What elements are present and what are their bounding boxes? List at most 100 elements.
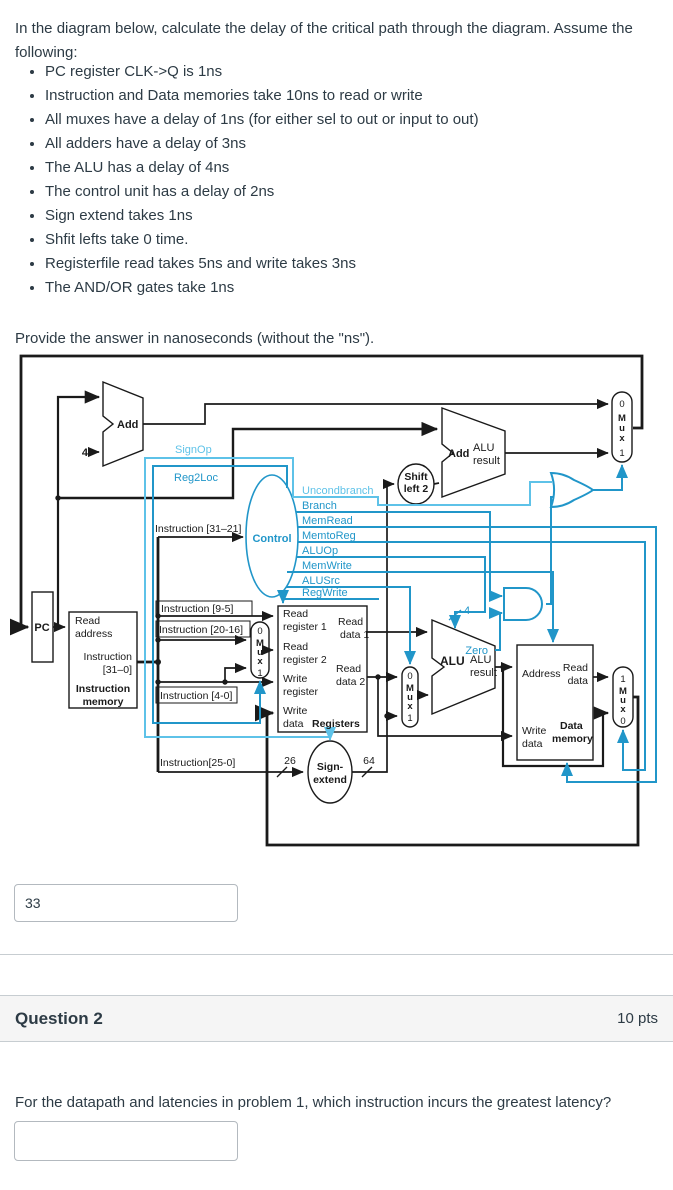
imem-name-1: Instruction: [76, 683, 130, 695]
question2-answer-input[interactable]: [14, 1121, 238, 1161]
svg-text:x: x: [257, 656, 263, 667]
signal-memread: MemRead: [302, 515, 353, 527]
svg-text:u: u: [407, 692, 413, 703]
regfile-name: Registers: [312, 718, 360, 730]
regfile-wr-1: Write: [283, 673, 307, 685]
list-item: The control unit has a delay of 2ns: [45, 180, 479, 204]
branch-adder-result-1: ALU: [473, 442, 494, 454]
alu-shape: [431, 618, 496, 716]
regfile-wr-2: register: [283, 686, 319, 698]
question1-answer-instruction: Provide the answer in nanoseconds (witho…: [15, 330, 375, 347]
pc-adder: [102, 380, 144, 468]
svg-text:0: 0: [619, 399, 624, 410]
field-box-4-0: [155, 686, 238, 704]
regfile-wd-2: data: [283, 718, 304, 730]
list-item: Instruction and Data memories take 10ns …: [45, 84, 479, 108]
added-control-wires: [144, 457, 552, 741]
field-box-20-16: [155, 620, 251, 638]
pc-adder-label: Add: [117, 419, 138, 431]
alusrc-mux-labels: 0 M u x 1: [406, 671, 414, 724]
field-9-5-label: Instruction [9-5]: [161, 603, 233, 615]
signext-out-bits: 64: [363, 755, 375, 767]
field-20-16-label: Instruction [20-16]: [159, 624, 243, 636]
section-divider: [0, 954, 673, 955]
imem-range: [31–0]: [103, 664, 132, 676]
regfile-rr2-1: Read: [283, 641, 308, 653]
list-item: PC register CLK->Q is 1ns: [45, 60, 479, 84]
svg-text:1: 1: [619, 448, 624, 459]
dmem-write: Write: [522, 725, 546, 737]
question1-intro: In the diagram below, calculate the dela…: [15, 20, 633, 61]
signal-memwrite: MemWrite: [302, 560, 352, 572]
branch-adder: [441, 406, 506, 499]
svg-text:x: x: [407, 701, 413, 712]
svg-text:1: 1: [257, 668, 262, 679]
alu-label: ALU: [440, 654, 465, 668]
svg-text:1: 1: [620, 674, 625, 685]
signext-in-bits: 26: [284, 755, 296, 767]
alu-result-2: result: [470, 667, 497, 679]
svg-text:u: u: [620, 695, 626, 706]
signal-memtoreg: MemtoReg: [302, 530, 356, 542]
regfile-rd1-1: Read: [338, 616, 363, 628]
question2-text: For the datapath and latencies in proble…: [15, 1094, 612, 1111]
control-label: Control: [252, 533, 291, 545]
branch-adder-result-2: result: [473, 455, 500, 467]
question1-assumption-list: PC register CLK->Q is 1ns Instruction an…: [15, 60, 479, 300]
reg2loc-label: Reg2Loc: [174, 472, 219, 484]
datapath-diagram: Add 4 SignOp Reg2Loc Instruction [31–21]…: [9, 354, 657, 847]
list-item: All adders have a delay of 3ns: [45, 132, 479, 156]
instr-31-21-label: Instruction [31–21]: [155, 523, 241, 535]
pc-adder-const4: 4: [82, 447, 89, 459]
control-unit: [245, 474, 299, 598]
dmem-name-2: memory: [552, 733, 593, 745]
svg-text:x: x: [619, 433, 625, 444]
svg-text:0: 0: [620, 716, 625, 727]
signal-uncondbranch: Uncondbranch: [302, 485, 374, 497]
question2-points: 10 pts: [617, 1010, 658, 1027]
pc-label: PC: [34, 622, 49, 634]
alu-result-1: ALU: [470, 654, 491, 666]
svg-text:M: M: [619, 686, 627, 697]
question2-title: Question 2: [15, 1008, 103, 1028]
list-item: All muxes have a delay of 1ns (for eithe…: [45, 108, 479, 132]
signal-branch: Branch: [302, 500, 337, 512]
dmem-read-data: data: [568, 675, 589, 687]
control-wires: [152, 464, 657, 783]
svg-text:0: 0: [407, 671, 412, 682]
or-gate: [549, 471, 595, 509]
regfile-rr2-2: register 2: [283, 654, 327, 666]
list-item: Shfit lefts take 0 time.: [45, 228, 479, 252]
svg-text:u: u: [257, 647, 263, 658]
question2-header: Question 2 10 pts: [0, 995, 673, 1042]
branch-adder-label: Add: [448, 448, 469, 460]
list-item: The ALU has a delay of 4ns: [45, 156, 479, 180]
field-25-0-label: Instruction[25-0]: [160, 757, 235, 769]
instruction-memory-block: [68, 611, 138, 709]
regfile-rr1-2: register 1: [283, 621, 327, 633]
imem-address: address: [75, 628, 112, 640]
list-item: Sign extend takes 1ns: [45, 204, 479, 228]
signext-label-2: extend: [313, 774, 347, 786]
imem-name-2: memory: [83, 696, 124, 708]
regfile-rd2-2: data 2: [336, 676, 365, 688]
alu-zero-label: Zero: [465, 645, 488, 657]
regfile-rd1-2: data 1: [340, 629, 369, 641]
wire-junctions: [55, 495, 506, 719]
signop-label: SignOp: [175, 444, 212, 456]
memtoreg-mux-labels: 1 M u x 0: [619, 674, 627, 727]
data-memory-block: [516, 644, 594, 761]
svg-text:M: M: [406, 683, 414, 694]
reg2loc-mux-labels: 0 M u x 1: [256, 626, 264, 679]
imem-read: Read: [75, 615, 100, 627]
list-item: Registerfile read takes 5ns and write ta…: [45, 252, 479, 276]
question1-answer-input[interactable]: [14, 884, 238, 922]
signal-alusrc: ALUSrc: [302, 575, 340, 587]
imem-instruction: Instruction: [84, 651, 133, 663]
regfile-wd-1: Write: [283, 705, 307, 717]
svg-text:u: u: [619, 423, 625, 434]
shift-label-1: Shift: [404, 471, 428, 483]
dmem-read: Read: [563, 662, 588, 674]
pcsrc-mux-labels: 0 M u x 1: [618, 399, 626, 459]
